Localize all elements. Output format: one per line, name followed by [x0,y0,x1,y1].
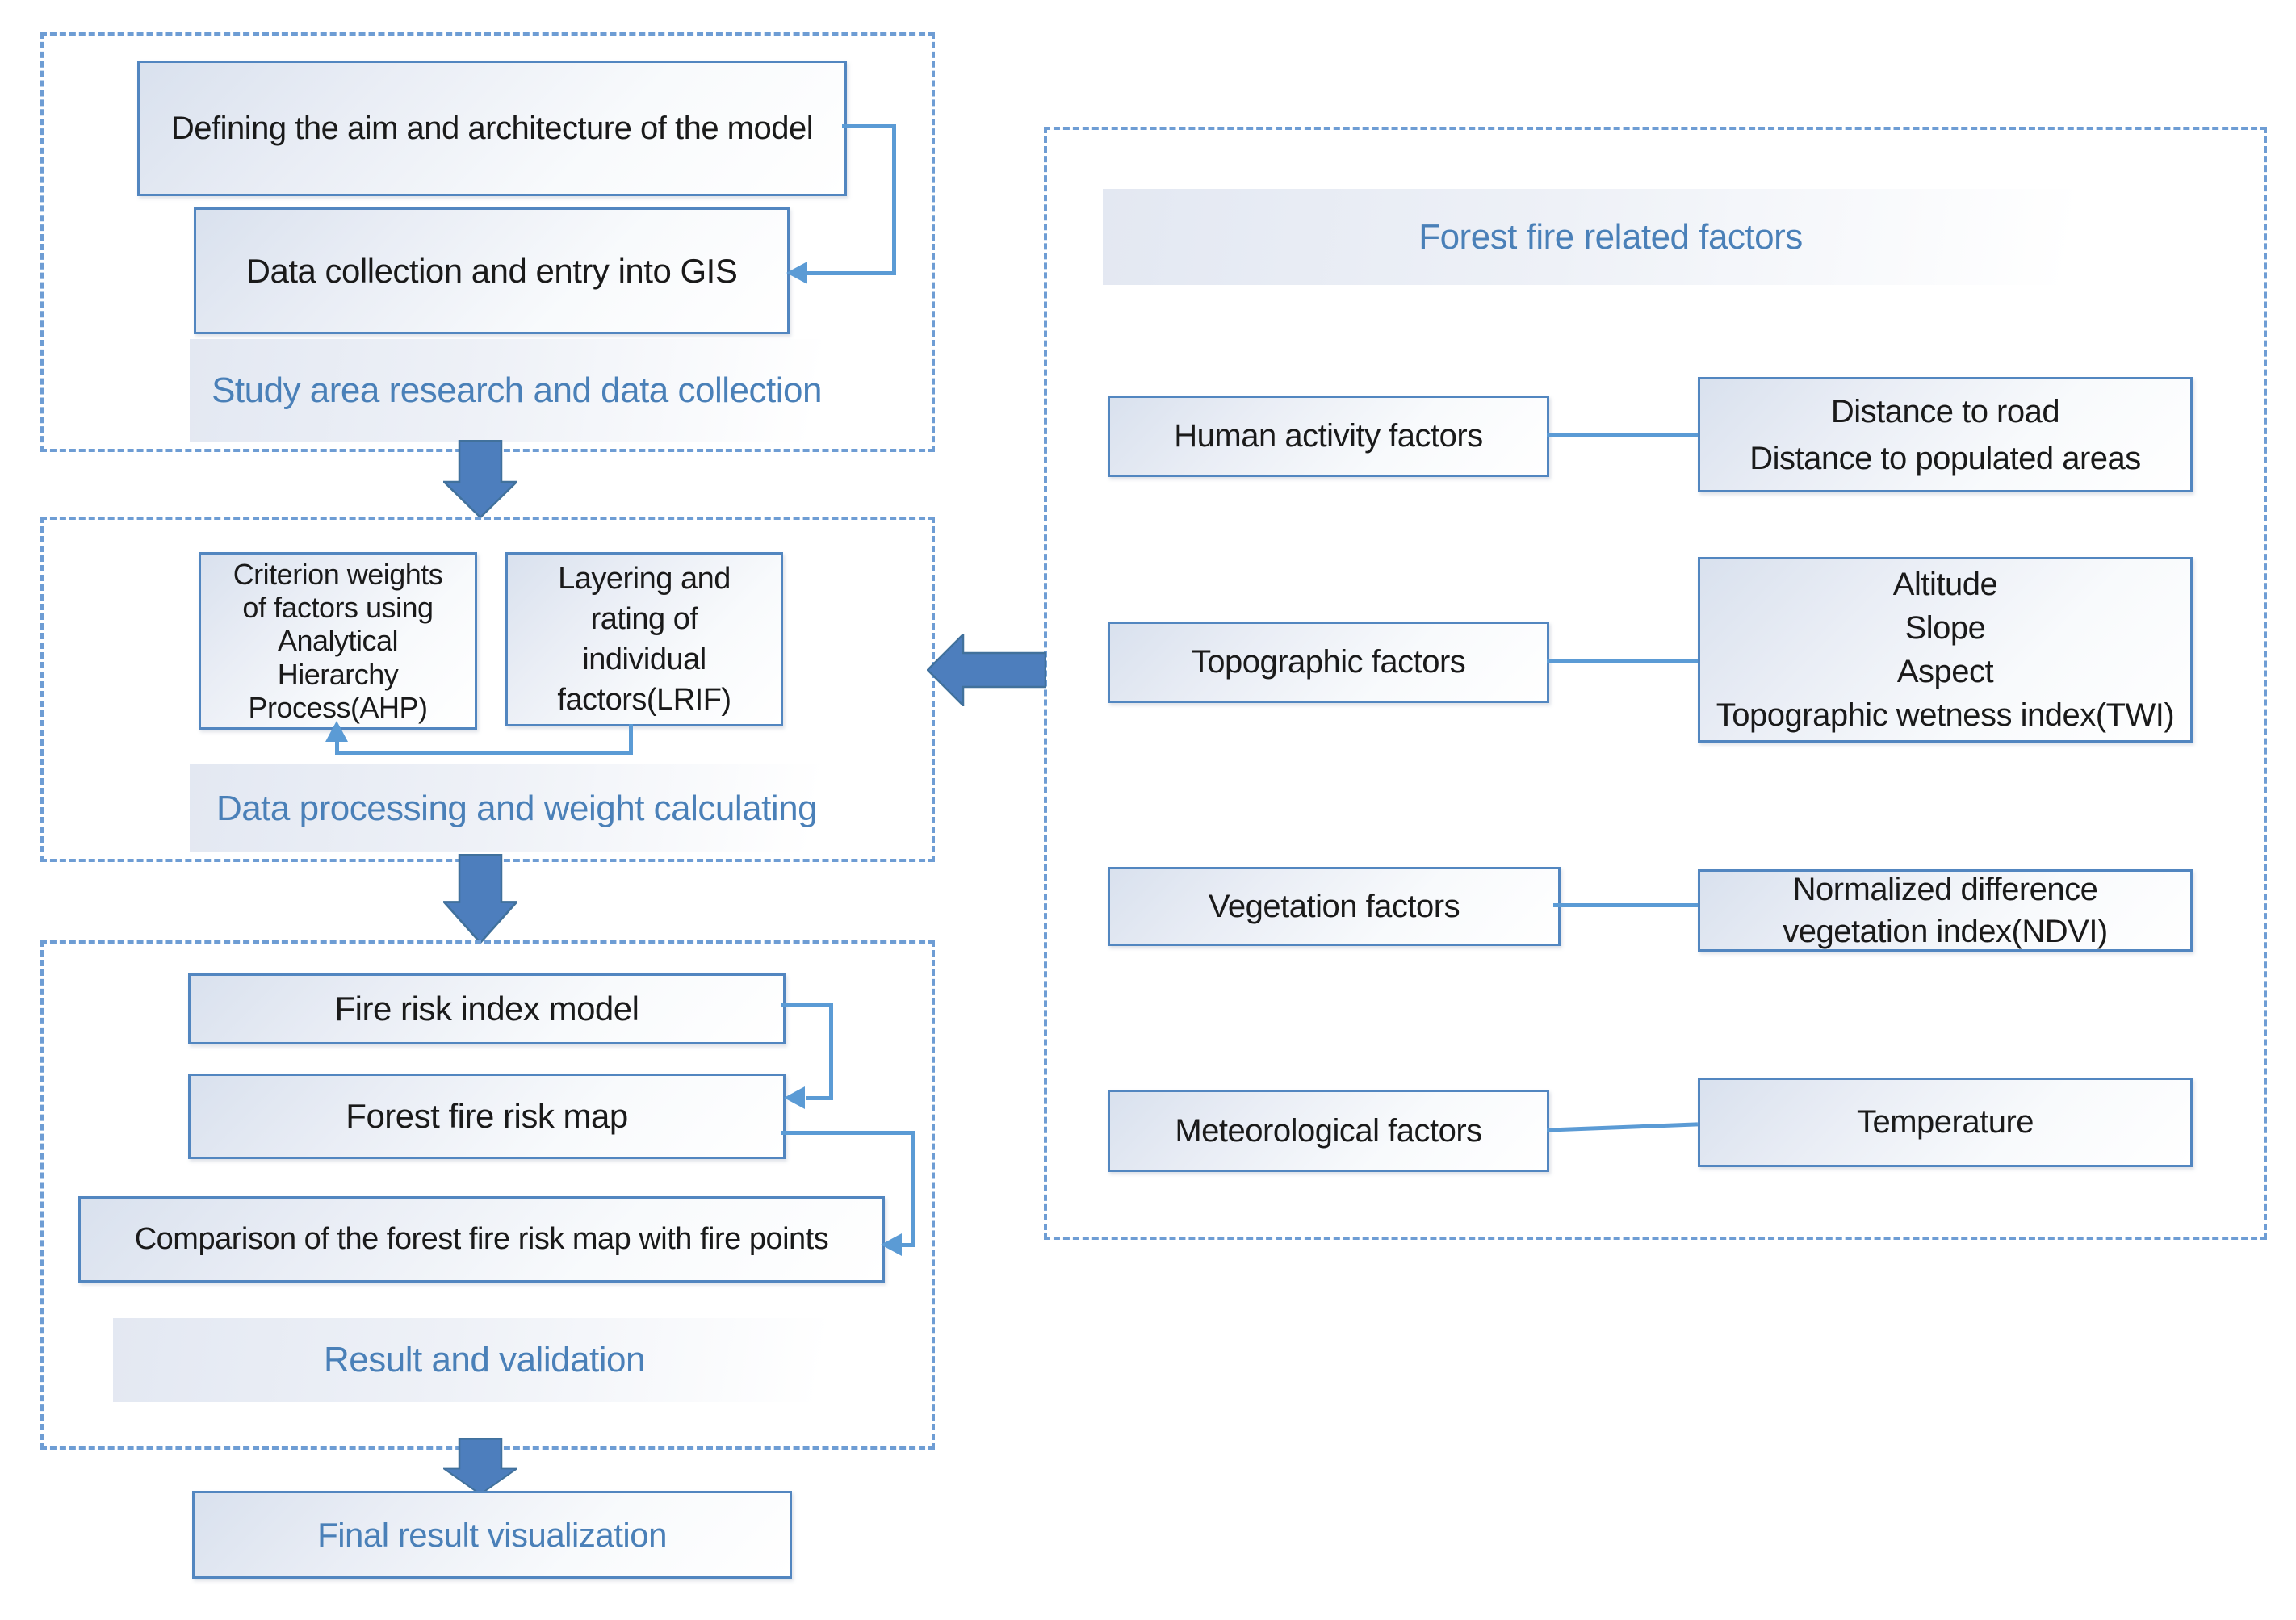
node-human-activity-details-label: Distance to road Distance to populated a… [1749,393,2141,476]
node-meteorological-details: Temperature [1698,1078,2193,1167]
node-meteorological-details-label: Temperature [1856,1104,2034,1140]
node-human-activity-factors: Human activity factors [1108,396,1549,477]
arrowhead-into-data-collection [786,262,807,284]
node-topographic-details-label: Altitude Slope Aspect Topographic wetnes… [1716,567,2175,733]
node-criterion-weights: Criterion weights of factors using Analy… [199,552,477,730]
connector-map-to-comparison-v [911,1131,915,1247]
connector-lrif-to-ahp-h [335,751,633,755]
phase2-label: Data processing and weight calculating [216,788,818,828]
node-topographic-details: Altitude Slope Aspect Topographic wetnes… [1698,557,2193,743]
down-arrow-icon [443,854,517,944]
node-comparison-fire-points-label: Comparison of the forest fire risk map w… [134,1222,829,1256]
phase2-label-band: Data processing and weight calculating [190,764,844,852]
node-human-activity-details: Distance to road Distance to populated a… [1698,377,2193,492]
node-meteorological-factors: Meteorological factors [1108,1090,1549,1172]
arrowhead-into-comparison [881,1233,902,1256]
connector-vegetation [1553,903,1698,907]
node-fire-risk-index-model: Fire risk index model [188,973,786,1044]
node-forest-fire-risk-map-label: Forest fire risk map [346,1097,628,1135]
phase1-label: Study area research and data collection [212,370,822,410]
node-vegetation-factors: Vegetation factors [1108,867,1561,946]
node-vegetation-details: Normalized difference vegetation index(N… [1698,869,2193,952]
node-topographic-factors-label: Topographic factors [1191,644,1466,680]
node-data-collection-label: Data collection and entry into GIS [245,251,738,290]
connector-aim-to-data-h2 [806,271,895,275]
connector-map-to-comparison-h2 [901,1243,915,1247]
down-arrow-icon [443,1438,517,1495]
connector-model-to-map-v [829,1003,833,1100]
node-human-activity-factors-label: Human activity factors [1174,418,1483,454]
connector-human-activity [1547,433,1698,437]
node-meteorological-factors-label: Meteorological factors [1175,1112,1482,1149]
node-defining-aim: Defining the aim and architecture of the… [137,61,847,196]
node-data-collection: Data collection and entry into GIS [194,207,790,334]
node-fire-risk-index-model-label: Fire risk index model [334,990,639,1028]
connector-lrif-to-ahp-v2 [335,739,339,755]
node-topographic-factors: Topographic factors [1108,622,1549,703]
node-layering-rating-label: Layering and rating of individual factor… [557,561,731,718]
connector-aim-to-data-v [892,124,896,275]
node-layering-rating: Layering and rating of individual factor… [505,552,783,726]
connector-lrif-to-ahp-v1 [629,724,633,755]
connector-model-to-map-h1 [781,1003,833,1007]
node-criterion-weights-label: Criterion weights of factors using Analy… [233,557,443,725]
phase3-label: Result and validation [324,1340,645,1379]
connector-model-to-map-h2 [806,1096,833,1100]
phase1-label-band: Study area research and data collection [190,339,844,442]
arrowhead-into-risk-map [784,1086,805,1109]
arrowhead-into-criterion-weights [325,721,348,742]
left-arrow-icon [927,634,1046,706]
connector-aim-to-data-h1 [842,124,896,128]
down-arrow-icon [443,440,517,518]
node-defining-aim-label: Defining the aim and architecture of the… [170,110,814,146]
node-forest-fire-risk-map: Forest fire risk map [188,1074,786,1159]
factors-title: Forest fire related factors [1418,216,1803,257]
connector-topographic [1547,659,1698,663]
factors-title-band: Forest fire related factors [1103,189,2118,285]
node-final-result-visualization: Final result visualization [192,1491,792,1579]
connector-map-to-comparison-h1 [781,1131,915,1135]
node-vegetation-factors-label: Vegetation factors [1208,888,1460,924]
node-comparison-fire-points: Comparison of the forest fire risk map w… [78,1196,885,1283]
node-final-result-visualization-label: Final result visualization [317,1515,667,1554]
phase3-label-band: Result and validation [113,1318,856,1402]
node-vegetation-details-label: Normalized difference vegetation index(N… [1783,872,2108,949]
